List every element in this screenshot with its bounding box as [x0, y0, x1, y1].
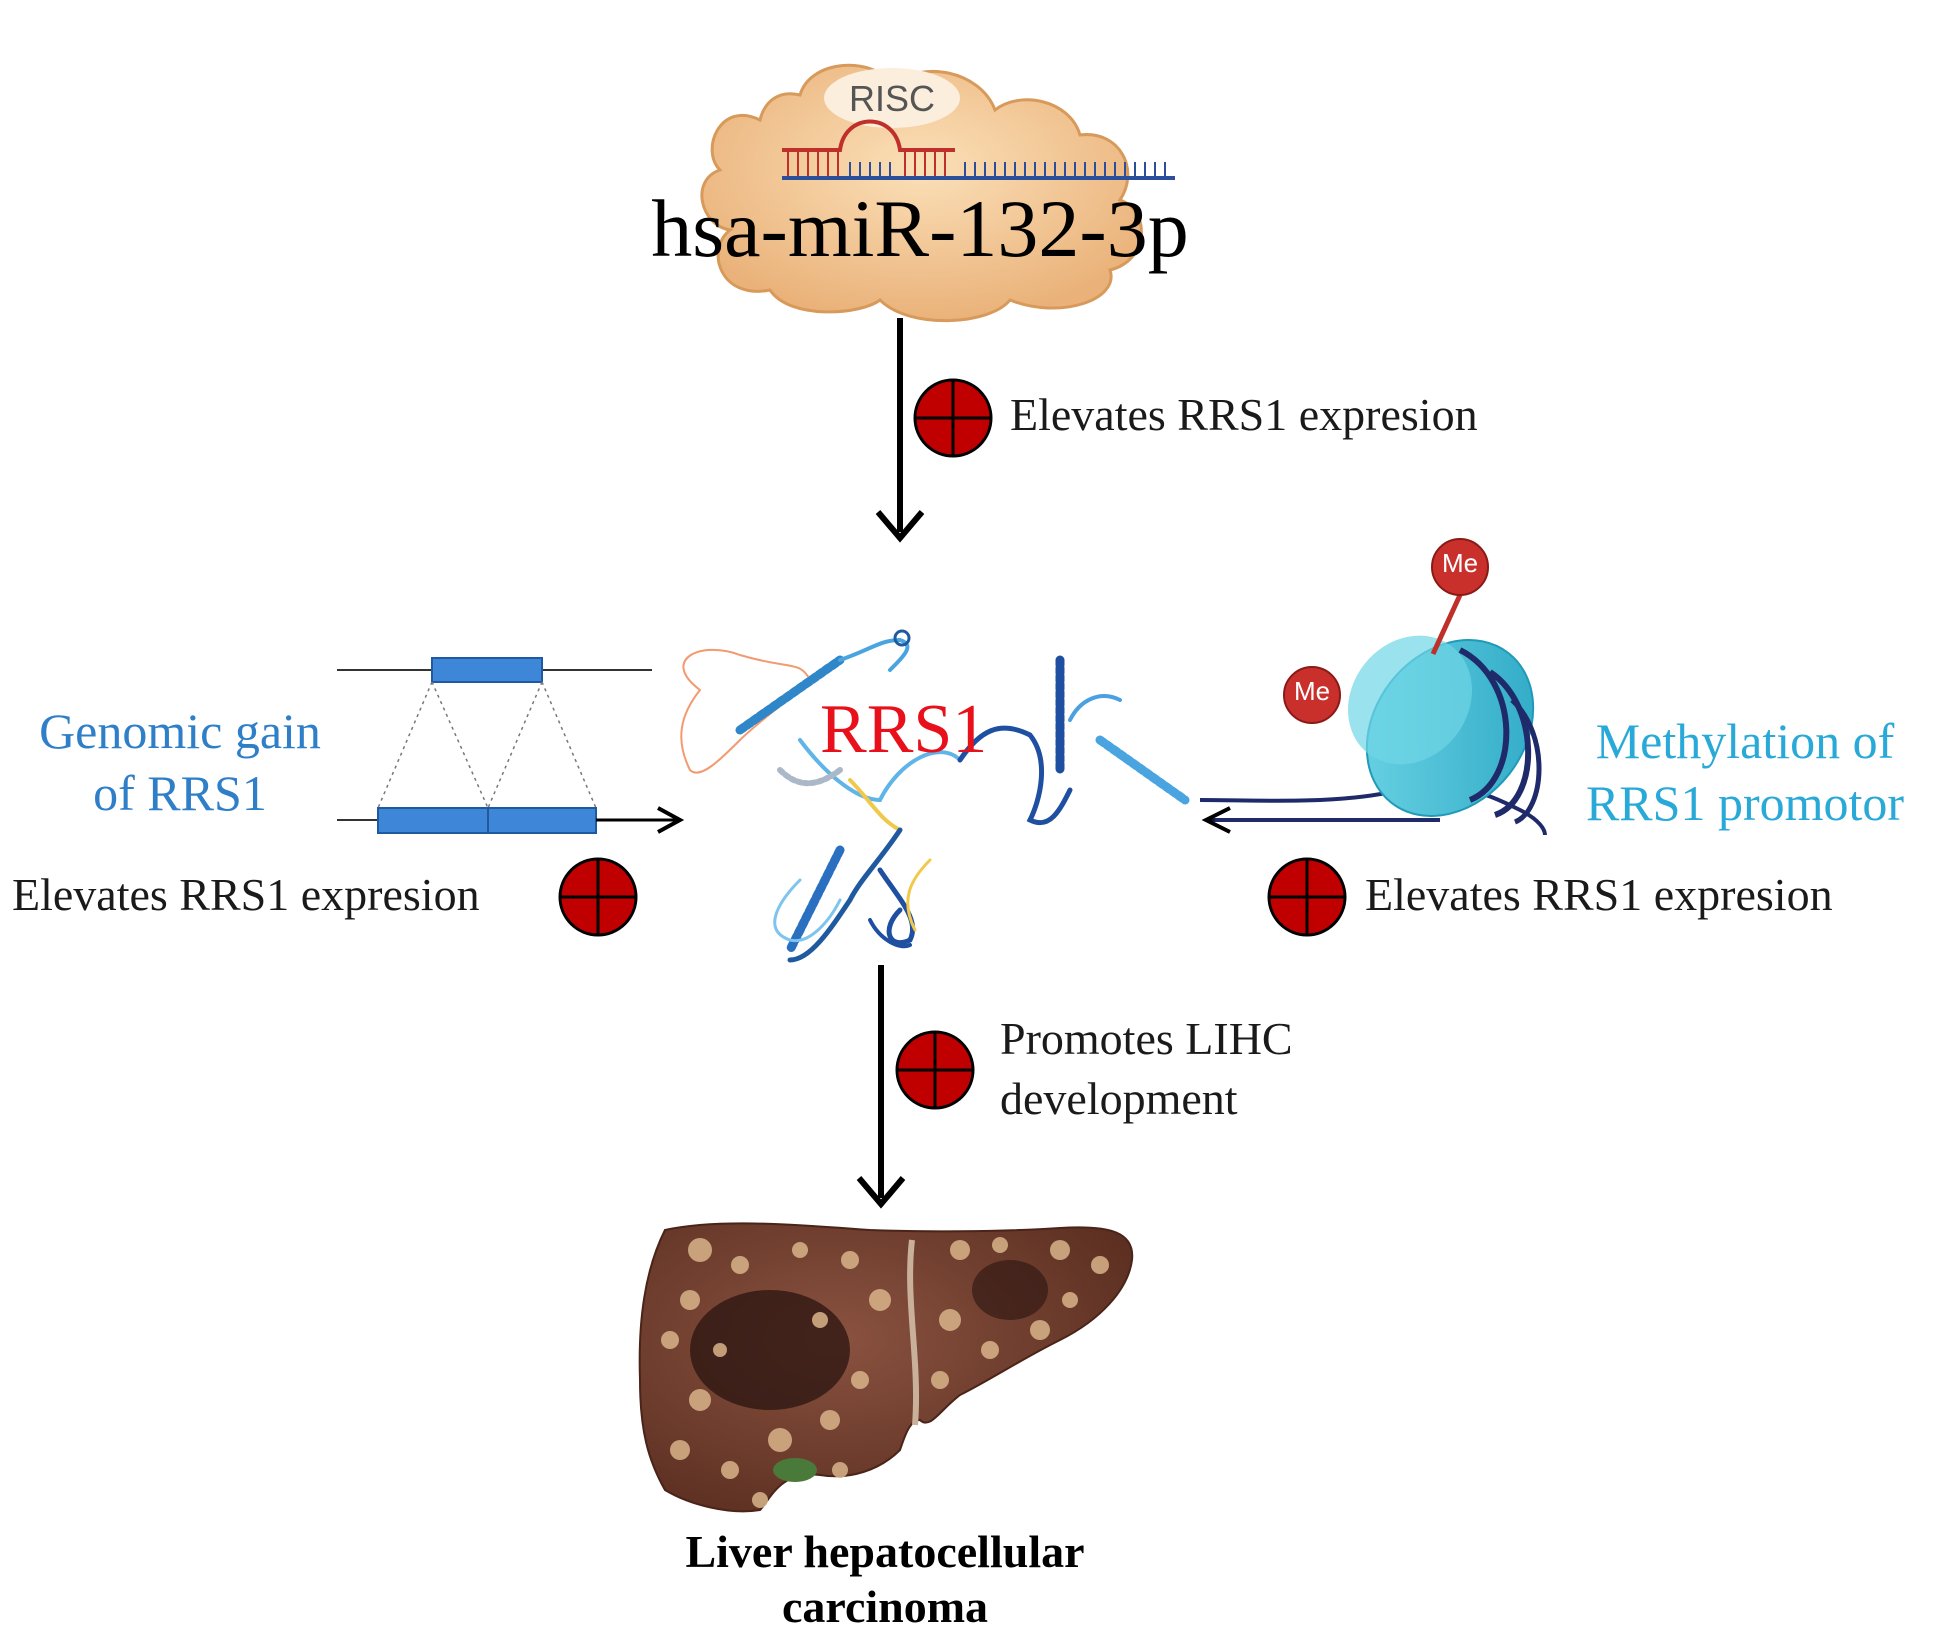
- genomic-gain-icon: [337, 657, 685, 834]
- outcome-line2: carcinoma: [781, 1581, 989, 1632]
- rrs1-protein-icon: [680, 629, 1190, 963]
- bottom-effect-line2: development: [1000, 1073, 1238, 1124]
- plus-marker-bottom: [895, 1030, 975, 1110]
- risc-label: RISC: [848, 78, 935, 119]
- liver-tumor-icon: [638, 1222, 1134, 1513]
- mirna-name: hsa-miR-132-3p: [651, 183, 1189, 274]
- methyl-label-top: Me: [1441, 548, 1479, 578]
- methyl-group-icon: [1431, 538, 1489, 596]
- tumor-nodules: [661, 1237, 1109, 1508]
- nucleosome-methylation-icon: [1199, 538, 1547, 836]
- genomic-gain-title-line1: Genomic gain: [39, 703, 321, 759]
- arrow-mirna-to-rrs1: [875, 318, 925, 543]
- plus-marker-right: [1267, 857, 1347, 937]
- methylation-title-line1: Methylation of: [1595, 713, 1895, 769]
- bottom-effect-line1: Promotes LIHC: [1000, 1013, 1293, 1064]
- methyl-group-icon: [1283, 666, 1341, 724]
- duplex-rungs-red: [787, 150, 946, 176]
- methylation-title-line2: RRS1 promotor: [1585, 775, 1905, 831]
- genomic-gain-title-line2: of RRS1: [93, 765, 267, 821]
- top-arrow-effect: Elevates RRS1 expresion: [1010, 389, 1478, 440]
- plus-marker-top: [913, 378, 993, 458]
- risc-complex-icon: [700, 63, 1175, 323]
- duplex-rungs-blue: [849, 162, 1166, 178]
- left-effect: Elevates RRS1 expresion: [12, 869, 480, 920]
- rrs1-gene-label: RRS1: [820, 691, 988, 768]
- outcome-line1: Liver hepatocellular: [685, 1526, 1085, 1577]
- right-effect: Elevates RRS1 expresion: [1365, 869, 1833, 920]
- plus-marker-left: [558, 857, 638, 937]
- arrow-rrs1-to-liver: [856, 965, 906, 1209]
- mirna-strand: [782, 119, 955, 152]
- risc-label-bubble: [824, 68, 960, 128]
- methyl-label-left: Me: [1293, 676, 1331, 706]
